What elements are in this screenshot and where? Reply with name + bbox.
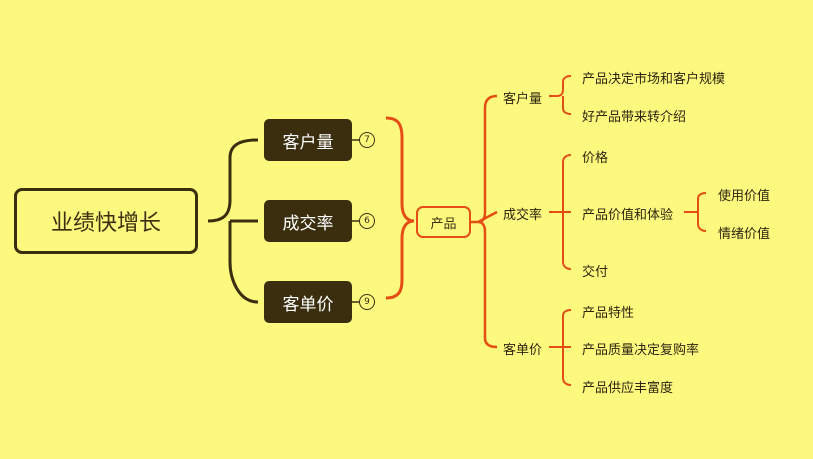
branch-label[interactable]: 客户量	[503, 92, 543, 107]
factor-order-value[interactable]: 客单价	[264, 281, 352, 323]
factor-conversion-rate[interactable]: 成交率	[264, 200, 352, 242]
leaf-label[interactable]: 产品供应丰富度	[582, 381, 674, 396]
leaf-label[interactable]: 产品价值和体验	[582, 208, 674, 223]
count-badge[interactable]: 6	[359, 213, 375, 229]
factor-customer-volume[interactable]: 客户量	[264, 119, 352, 161]
leaf-label[interactable]: 好产品带来转介绍	[582, 110, 687, 125]
leaf-label[interactable]: 情绪价值	[718, 227, 771, 242]
product-branch	[471, 94, 498, 349]
leaf-label[interactable]: 使用价值	[718, 189, 771, 204]
count-badge[interactable]: 7	[359, 132, 375, 148]
product-node[interactable]: 产品	[416, 206, 471, 238]
branch3-brace	[549, 309, 572, 386]
count-badge[interactable]: 9	[359, 294, 375, 310]
summary-brace	[385, 116, 415, 300]
root-node[interactable]: 业绩快增长	[14, 188, 198, 254]
branch-label[interactable]: 客单价	[503, 343, 543, 358]
leaf-label[interactable]: 价格	[582, 151, 609, 166]
root-brace	[207, 138, 259, 304]
leaf-label[interactable]: 产品特性	[582, 306, 635, 321]
leaf-label[interactable]: 产品决定市场和客户规模	[582, 72, 726, 87]
leaf-label[interactable]: 交付	[582, 265, 609, 280]
leaf-label[interactable]: 产品质量决定复购率	[582, 343, 700, 358]
branch-label[interactable]: 成交率	[503, 208, 543, 223]
branch2-brace	[549, 154, 572, 270]
branch1-brace	[549, 75, 572, 115]
value-brace	[684, 192, 707, 232]
